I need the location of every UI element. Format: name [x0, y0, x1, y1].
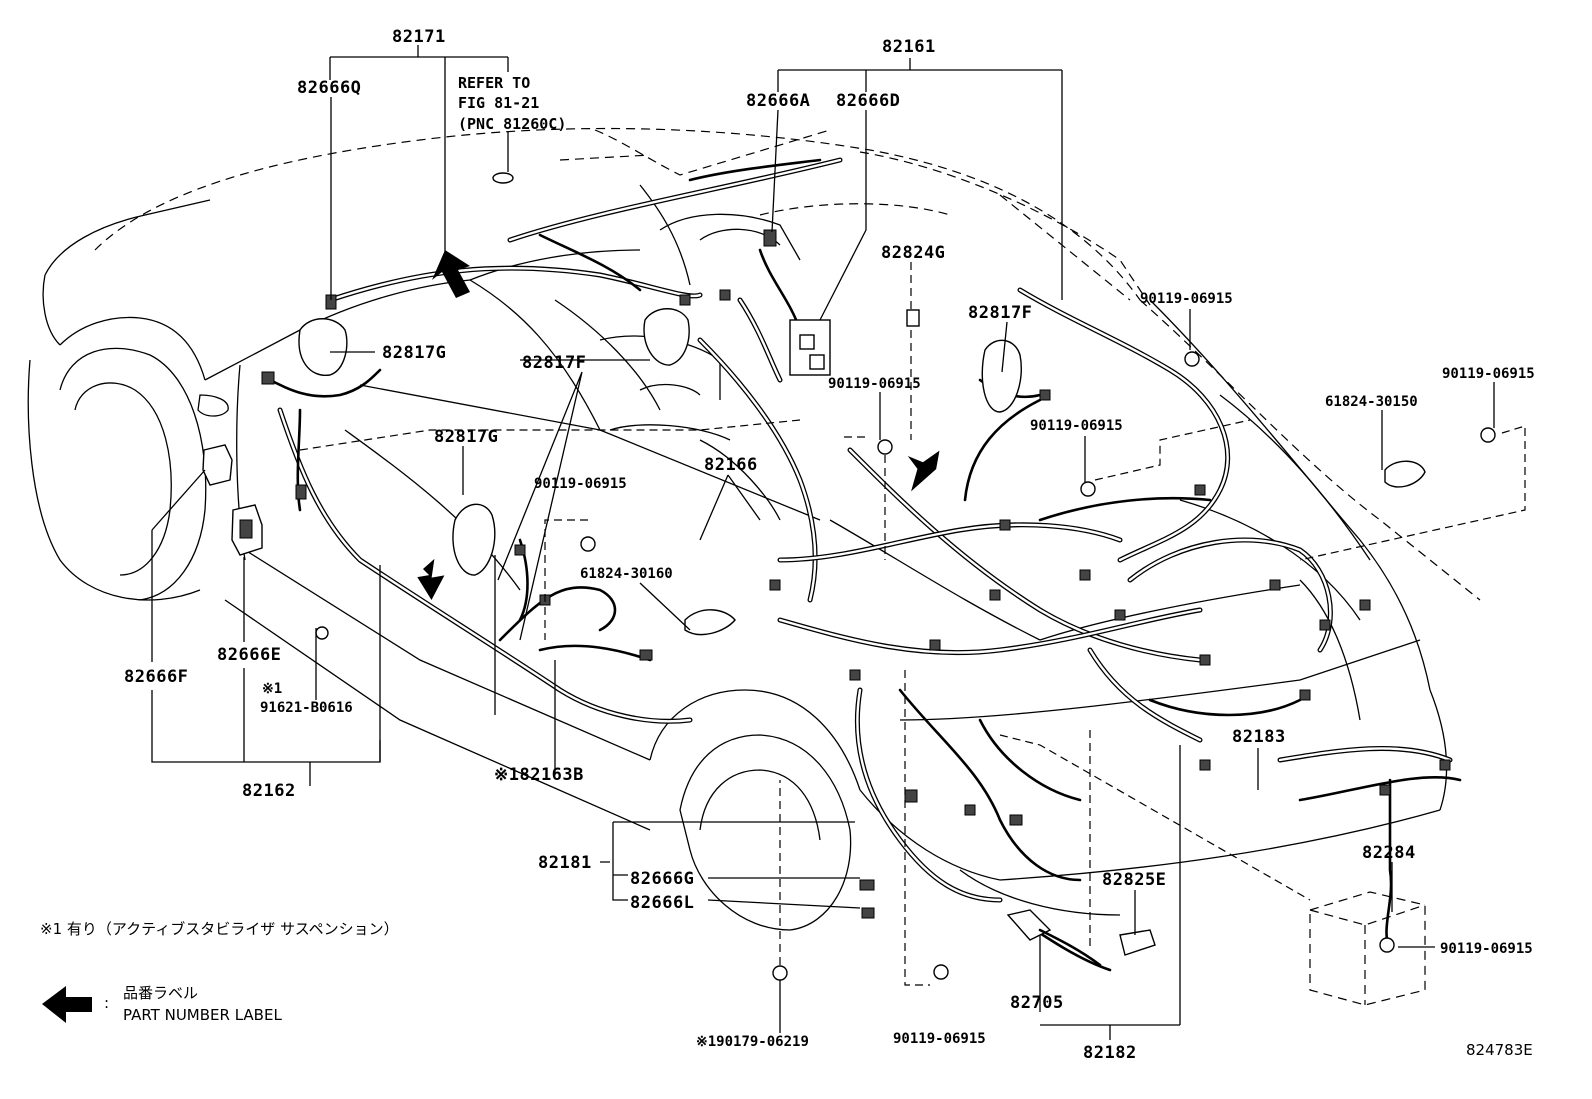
label-82166: 82166: [704, 455, 758, 475]
label-82666L: 82666L: [630, 893, 694, 913]
label-91621-B0616: 91621-B0616: [260, 700, 353, 716]
label-90119-far-right: 90119-06915: [1442, 366, 1535, 382]
legend-en: PART NUMBER LABEL: [123, 1006, 282, 1024]
label-refer-to-1: REFER TO: [458, 74, 530, 92]
label-61824-30160: 61824-30160: [580, 566, 673, 582]
label-82183: 82183: [1232, 727, 1286, 747]
part-number-label-arrows: [417, 250, 940, 601]
figure-id: 824783E: [1466, 1041, 1533, 1059]
label-82666F: 82666F: [124, 667, 188, 687]
label-82666D: 82666D: [836, 91, 900, 111]
label-90119-left-middle: 90119-06915: [534, 476, 627, 492]
bolt-icon: [315, 351, 1496, 981]
label-refer-to-3: (PNC 81260C): [458, 115, 566, 133]
label-refer-to-2: FIG 81-21: [458, 94, 539, 112]
label-82182: 82182: [1083, 1043, 1137, 1063]
leader-lines: [151, 45, 1526, 1040]
label-82162: 82162: [242, 781, 296, 801]
label-90119-middle: 90119-06915: [828, 376, 921, 392]
footnote-active-stabilizer: ※1 有り（アクティブスタビライザ サスペンション）: [40, 920, 399, 938]
legend-jp: 品番ラベル: [123, 984, 198, 1002]
label-82817F-right: 82817F: [968, 303, 1032, 323]
label-82666Q: 82666Q: [297, 78, 361, 98]
label-82181: 82181: [538, 853, 592, 873]
label-82817G-left: 82817G: [382, 343, 446, 363]
legend-colon: :: [104, 994, 109, 1012]
label-82817G-middle: 82817G: [434, 427, 498, 447]
label-note-mark: ※1: [262, 681, 282, 697]
label-82666G: 82666G: [630, 869, 694, 889]
part-labels: 82171 82666Q REFER TO FIG 81-21 (PNC 812…: [124, 27, 1535, 1063]
label-82824G: 82824G: [881, 243, 945, 263]
label-82666E: 82666E: [217, 645, 281, 665]
label-82171: 82171: [392, 27, 446, 47]
connectors: [202, 172, 1496, 1006]
label-90119-bottom: 90119-06915: [893, 1031, 986, 1047]
label-82825E: 82825E: [1102, 870, 1166, 890]
label-90179-06219: ※190179-06219: [696, 1034, 809, 1050]
label-82666A: 82666A: [746, 91, 810, 111]
label-82284: 82284: [1362, 843, 1416, 863]
label-90119-top-right: 90119-06915: [1140, 291, 1233, 307]
label-82705: 82705: [1010, 993, 1064, 1013]
label-82817F-middle: 82817F: [522, 353, 586, 373]
legend: ※1 有り（アクティブスタビライザ サスペンション） : 品番ラベル PART …: [40, 920, 1533, 1059]
label-90119-battery: 90119-06915: [1440, 941, 1533, 957]
label-82161: 82161: [882, 37, 936, 57]
label-61824-30150: 61824-30150: [1325, 394, 1418, 410]
label-82163B: ※182163B: [494, 765, 584, 785]
label-90119-mid-right: 90119-06915: [1030, 418, 1123, 434]
part-number-label-arrow-icon: [42, 986, 92, 1023]
